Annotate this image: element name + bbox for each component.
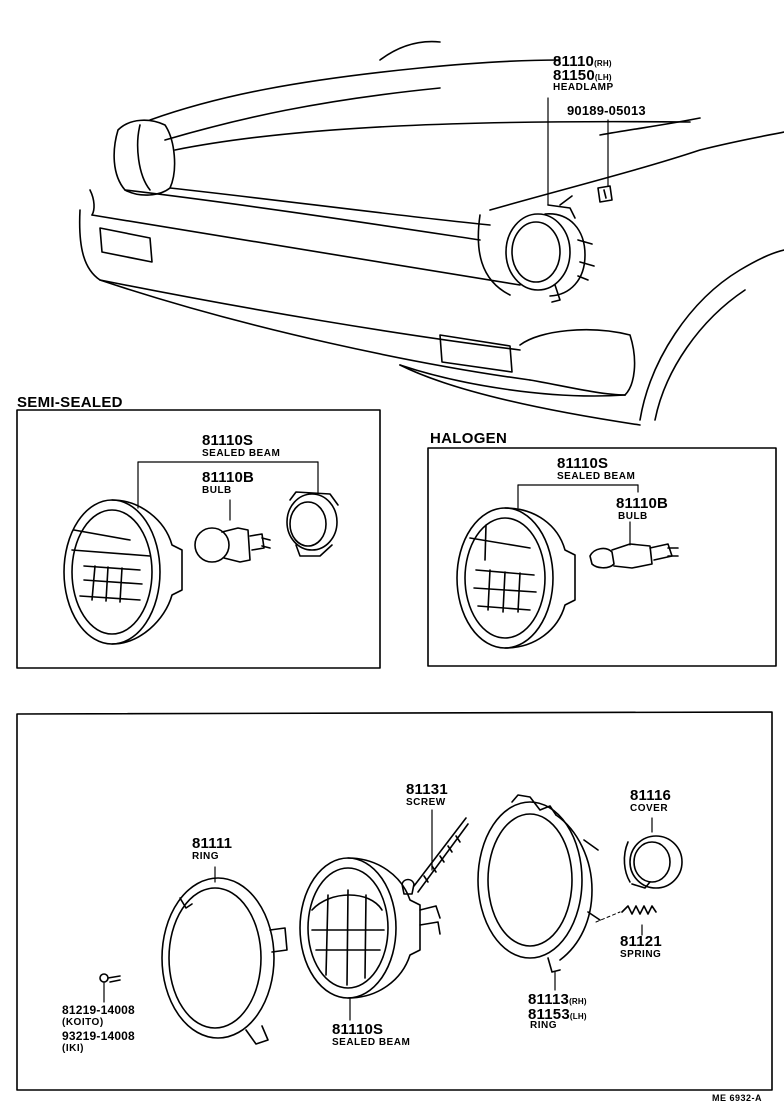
retaining-ring-drawing	[161, 877, 288, 1045]
screw-label: SCREW	[406, 797, 446, 808]
mount-ring-lh-number: 81153	[528, 1006, 570, 1023]
spring-label: SPRING	[620, 949, 662, 960]
mount-ring-rh-part: 81113(RH)	[528, 992, 587, 1007]
koito-label: (KOITO)	[62, 1017, 104, 1028]
headlamp-rh-part: 81110(RH)	[553, 54, 612, 69]
halogen-beam-drawing	[456, 507, 576, 649]
halogen-bulb-part: 81110B	[616, 495, 669, 512]
iki-label: (IKI)	[62, 1043, 84, 1054]
exploded-beam-part: 81110S	[332, 1021, 384, 1038]
small-screw-drawing	[99, 973, 121, 983]
spring-part-number: 81121	[620, 933, 662, 950]
halogen-frame	[427, 447, 777, 667]
semi-sealed-bulb-part: 81110B	[202, 469, 255, 486]
headlamp-rh-number: 81110	[553, 53, 595, 70]
semi-sealed-beam-part: 81110S	[202, 432, 254, 449]
spring-drawing	[595, 905, 657, 923]
drawing-code: ME 6932-A	[712, 1093, 763, 1103]
halogen-title: HALOGEN	[430, 430, 508, 447]
mount-rh-suffix: (RH)	[569, 997, 587, 1006]
mount-ring-rh-number: 81113	[528, 991, 570, 1008]
semi-sealed-frame	[16, 409, 381, 669]
screw-koito-part: 81219-14008	[62, 1003, 135, 1017]
mount-ring-label: RING	[530, 1020, 557, 1031]
nut-part-number: 90189-05013	[567, 103, 646, 118]
cover-label: COVER	[630, 803, 669, 814]
mounting-ring-drawing	[477, 794, 601, 973]
headlamp-label: HEADLAMP	[553, 82, 614, 93]
exploded-sealed-beam-drawing	[299, 857, 441, 999]
rh-suffix: (RH)	[594, 59, 612, 68]
mount-lh-suffix: (LH)	[569, 1012, 587, 1021]
adjusting-screw-drawing	[401, 817, 469, 895]
halogen-bulb-label: BULB	[618, 511, 648, 522]
ring-part-number: 81111	[192, 835, 233, 852]
exploded-frame	[16, 711, 773, 1091]
semi-sealed-socket-drawing	[286, 491, 339, 557]
semi-sealed-title: SEMI-SEALED	[17, 394, 123, 411]
halogen-bulb-drawing	[589, 543, 679, 569]
screw-part-number: 81131	[406, 781, 448, 798]
headlamp-lh-number: 81150	[553, 67, 595, 84]
car-front-illustration	[78, 40, 784, 426]
cover-drawing	[623, 835, 683, 889]
ring-label: RING	[192, 851, 219, 862]
semi-sealed-bulb-label: BULB	[202, 485, 232, 496]
exploded-beam-label: SEALED BEAM	[332, 1037, 411, 1048]
screw-iki-part: 93219-14008	[62, 1029, 135, 1043]
lh-suffix: (LH)	[594, 73, 612, 82]
semi-sealed-beam-label: SEALED BEAM	[202, 448, 281, 459]
headlamp-assembly-installed	[505, 185, 613, 303]
semi-sealed-bulb-drawing	[194, 527, 271, 563]
semi-sealed-beam-drawing	[63, 499, 183, 645]
mount-ring-lh-part: 81153(LH)	[528, 1007, 587, 1022]
halogen-beam-label: SEALED BEAM	[557, 471, 636, 482]
halogen-beam-part: 81110S	[557, 455, 609, 472]
cover-part-number: 81116	[630, 787, 672, 804]
headlamp-lh-part: 81150(LH)	[553, 68, 612, 83]
